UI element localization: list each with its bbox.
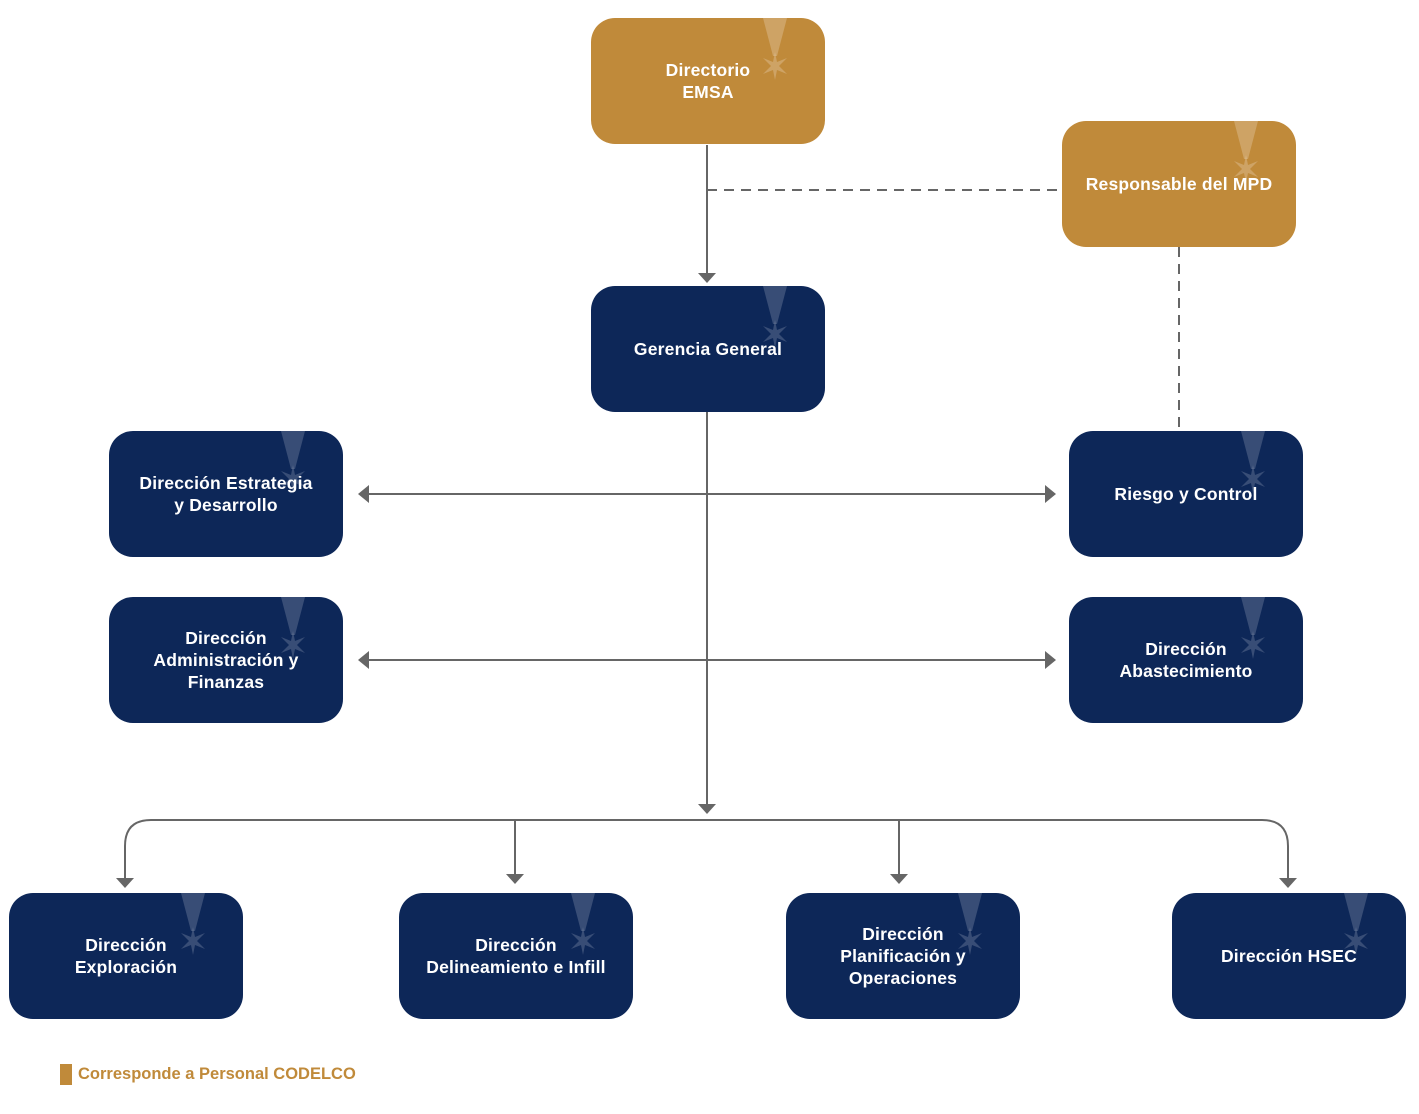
star-burst-icon [1241, 597, 1265, 659]
node-direccion-planificacion: Dirección Planificación y Operaciones [786, 893, 1020, 1019]
star-burst-icon [1234, 121, 1258, 183]
star-burst-icon [281, 597, 305, 659]
node-direccion-delineamiento: Dirección Delineamiento e Infill [399, 893, 633, 1019]
node-label: Dirección Abastecimiento [1119, 639, 1253, 681]
arrowhead-left-icon [358, 651, 369, 669]
star-burst-icon [1344, 893, 1368, 955]
arrowhead-left-icon [358, 485, 369, 503]
arrowhead-down-icon [506, 874, 524, 884]
star-burst-icon [571, 893, 595, 955]
node-label: Dirección Estrategia y Desarrollo [139, 473, 313, 515]
node-label: Dirección Exploración [74, 935, 178, 977]
arrowhead-down-icon [1279, 878, 1297, 888]
connector-bottom-bus [124, 819, 1289, 880]
arrowhead-down-icon [698, 804, 716, 814]
arrowhead-down-icon [698, 273, 716, 283]
arrowhead-down-icon [890, 874, 908, 884]
node-direccion-hsec: Dirección HSEC [1172, 893, 1406, 1019]
node-direccion-estrategia: Dirección Estrategia y Desarrollo [109, 431, 343, 557]
node-riesgo-control: Riesgo y Control [1069, 431, 1303, 557]
node-label: Dirección HSEC [1220, 946, 1358, 966]
node-label: Dirección Delineamiento e Infill [426, 935, 606, 977]
node-direccion-administracion: Dirección Administración y Finanzas [109, 597, 343, 723]
node-label: Responsable del MPD [1085, 174, 1273, 194]
legend-text: Corresponde a Personal CODELCO [78, 1065, 356, 1083]
node-label: Gerencia General [633, 339, 783, 359]
legend: Corresponde a Personal CODELCO [60, 1064, 356, 1085]
node-label: Dirección Administración y Finanzas [153, 628, 299, 692]
star-burst-icon [281, 431, 305, 493]
arrowhead-right-icon [1045, 651, 1056, 669]
node-direccion-exploracion: Dirección Exploración [9, 893, 243, 1019]
node-directorio-emsa: Directorio EMSA [591, 18, 825, 144]
node-responsable-mpd: Responsable del MPD [1062, 121, 1296, 247]
arrowhead-right-icon [1045, 485, 1056, 503]
node-direccion-abastecimiento: Dirección Abastecimiento [1069, 597, 1303, 723]
legend-swatch [60, 1064, 72, 1085]
node-label: Dirección Planificación y Operaciones [840, 924, 966, 988]
node-label: Riesgo y Control [1114, 484, 1258, 504]
node-label: Directorio EMSA [665, 60, 751, 102]
star-burst-icon [1241, 431, 1265, 493]
star-burst-icon [763, 286, 787, 348]
arrowhead-down-icon [116, 878, 134, 888]
star-burst-icon [763, 18, 787, 80]
star-burst-icon [181, 893, 205, 955]
star-burst-icon [958, 893, 982, 955]
node-gerencia-general: Gerencia General [591, 286, 825, 412]
